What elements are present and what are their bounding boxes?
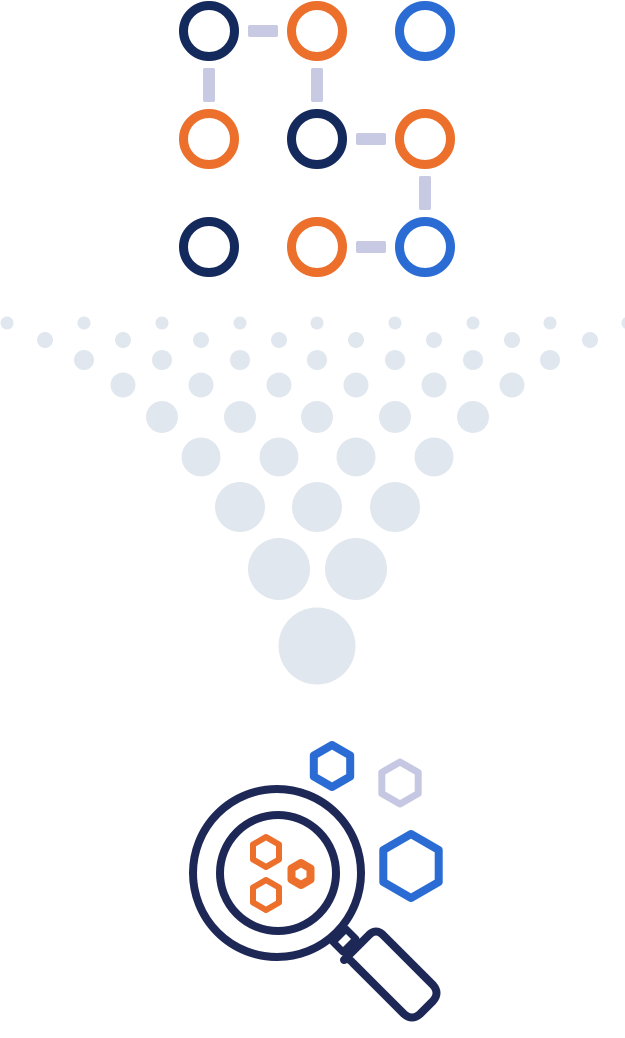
magnifier-handle — [329, 925, 360, 956]
node-ring-orange — [179, 109, 239, 169]
node-ring-orange — [287, 1, 347, 61]
node-ring-orange — [395, 109, 455, 169]
funnel-dot — [181, 437, 221, 477]
hexagon-blue-small — [309, 741, 355, 791]
funnel-dots — [0, 316, 625, 685]
funnel-dot — [388, 316, 402, 330]
funnel-dot — [421, 372, 447, 398]
funnel-dot — [379, 401, 411, 433]
node-link — [203, 68, 215, 102]
funnel-dot — [457, 401, 489, 433]
node-ring-navy — [179, 217, 239, 277]
funnel-dot — [370, 482, 420, 532]
funnel-dot — [348, 332, 364, 348]
funnel-dot — [336, 437, 376, 477]
node-link — [356, 241, 386, 253]
funnel-dot — [74, 350, 94, 370]
node-ring-navy — [287, 109, 347, 169]
node-ring-navy — [179, 1, 239, 61]
node-ring-blue — [395, 217, 455, 277]
funnel-dot — [414, 437, 454, 477]
node-link — [311, 68, 323, 102]
funnel-dot — [266, 372, 292, 398]
node-link — [356, 133, 386, 145]
funnel-dot — [426, 332, 442, 348]
node-ring-orange — [287, 217, 347, 277]
funnel-dot — [193, 332, 209, 348]
funnel-dot — [230, 350, 250, 370]
funnel-dot — [463, 350, 483, 370]
hexagon-orange — [250, 834, 282, 870]
node-ring-blue — [395, 1, 455, 61]
hexagon-blue-large — [379, 830, 443, 902]
funnel-dot — [325, 538, 387, 600]
funnel-dot — [466, 316, 480, 330]
funnel-dot — [621, 317, 625, 329]
funnel-dot — [224, 401, 256, 433]
funnel-dot — [271, 332, 287, 348]
hexagon-orange — [250, 877, 282, 913]
magnifier-grip — [340, 927, 441, 1022]
funnel-dot — [233, 316, 247, 330]
funnel-dot — [301, 401, 333, 433]
funnel-dot — [310, 316, 324, 330]
funnel-dot — [385, 350, 405, 370]
funnel-dot — [77, 316, 91, 330]
magnifying-glass-icon — [189, 785, 441, 1022]
funnel-dot — [110, 372, 136, 398]
hexagon-group — [250, 741, 443, 913]
funnel-dot — [343, 372, 369, 398]
funnel-dot — [292, 482, 342, 532]
funnel-dot — [543, 316, 557, 330]
funnel-dot — [307, 350, 327, 370]
funnel-dot — [582, 332, 598, 348]
funnel-dot — [155, 316, 169, 330]
lens-inner-ring — [216, 811, 340, 935]
funnel-dot — [115, 332, 131, 348]
node-link — [248, 25, 278, 37]
funnel-dot — [152, 350, 172, 370]
funnel-dot — [0, 316, 14, 330]
funnel-dot — [37, 332, 53, 348]
funnel-dot — [248, 538, 310, 600]
node-grid — [179, 1, 455, 277]
node-link — [419, 176, 431, 210]
funnel-dot — [215, 482, 265, 532]
node-links — [203, 25, 431, 253]
funnel-dot — [259, 437, 299, 477]
funnel-dot — [499, 372, 525, 398]
funnel-dot — [504, 332, 520, 348]
funnel-dot — [146, 401, 178, 433]
funnel-dot — [278, 607, 356, 685]
hexagon-orange-small — [287, 859, 315, 889]
funnel-dot — [188, 372, 214, 398]
funnel-dot — [540, 350, 560, 370]
hexagon-lilac — [378, 758, 422, 808]
